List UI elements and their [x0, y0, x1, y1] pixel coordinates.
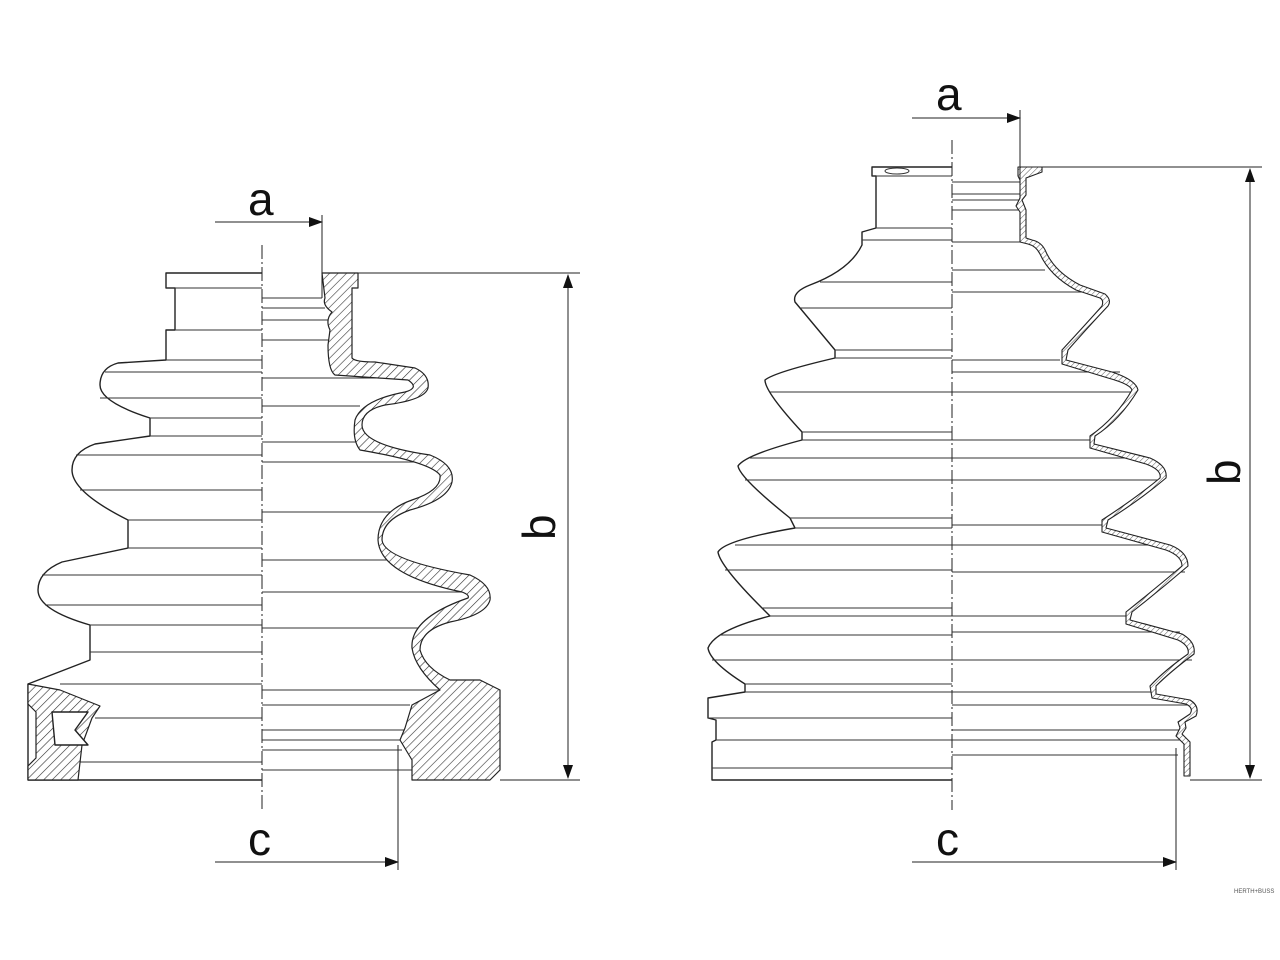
- right-boot-interior: [952, 181, 1195, 756]
- brand-watermark: HERTH+BUSS: [1234, 889, 1274, 895]
- left-dim-b-label: b: [513, 514, 565, 540]
- left-boot-outline: [27, 272, 262, 781]
- left-boot-wall-section: [321, 272, 501, 781]
- right-dim-a-label: a: [936, 68, 962, 120]
- left-boot: a b c: [27, 173, 580, 870]
- right-boot-outline: [707, 166, 952, 781]
- right-dim-b-label: b: [1198, 459, 1250, 485]
- right-dim-c-label: c: [936, 813, 959, 865]
- left-dim-a-label: a: [248, 173, 274, 225]
- left-dim-c-label: c: [248, 813, 271, 865]
- right-boot: a b c: [707, 68, 1262, 870]
- right-boot-wall-section: [1015, 166, 1198, 777]
